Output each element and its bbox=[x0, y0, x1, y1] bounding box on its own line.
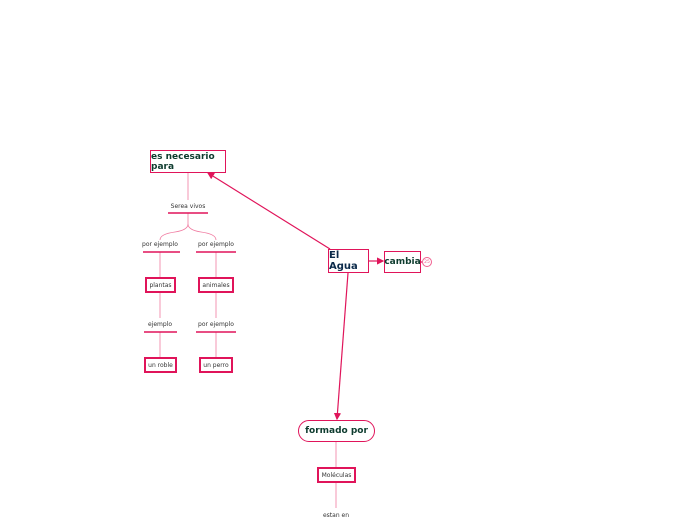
node-seres-vivos[interactable]: Serea vivos bbox=[170, 203, 206, 210]
node-label: un roble bbox=[148, 361, 173, 369]
edge-root-necesario bbox=[206, 172, 331, 250]
node-label: El Agua bbox=[329, 250, 358, 272]
node-animales[interactable]: animales bbox=[198, 277, 234, 293]
edge-root-formado bbox=[333, 272, 349, 421]
node-el-agua[interactable]: El Agua bbox=[328, 249, 369, 273]
node-label: plantas bbox=[149, 281, 172, 289]
node-plantas[interactable]: plantas bbox=[145, 277, 176, 293]
node-un-perro[interactable]: un perro bbox=[199, 357, 233, 373]
node-label: un perro bbox=[203, 361, 229, 369]
node-moleculas[interactable]: Moléculas bbox=[317, 467, 356, 483]
node-por-ejemplo[interactable]: por ejemplo bbox=[198, 321, 234, 328]
node-un-roble[interactable]: un roble bbox=[144, 357, 177, 373]
node-por-ejemplo[interactable]: por ejemplo bbox=[142, 241, 178, 248]
node-label: animales bbox=[202, 281, 230, 289]
node-formado-por[interactable]: formado por bbox=[298, 420, 375, 442]
collapsed-count-badge[interactable]: 25 bbox=[422, 257, 432, 267]
node-label: Moléculas bbox=[321, 471, 352, 479]
node-por-ejemplo[interactable]: por ejemplo bbox=[198, 241, 234, 248]
node-cambia[interactable]: cambia bbox=[384, 251, 421, 273]
badge-count: 25 bbox=[424, 259, 430, 265]
node-es-necesario-para[interactable]: es necesario para bbox=[150, 150, 226, 173]
node-ejemplo[interactable]: ejemplo bbox=[147, 321, 173, 328]
node-estan-en[interactable]: estan en bbox=[322, 512, 350, 519]
node-label: cambia bbox=[384, 257, 421, 267]
node-label: formado por bbox=[305, 426, 368, 436]
node-label: es necesario para bbox=[151, 151, 215, 172]
